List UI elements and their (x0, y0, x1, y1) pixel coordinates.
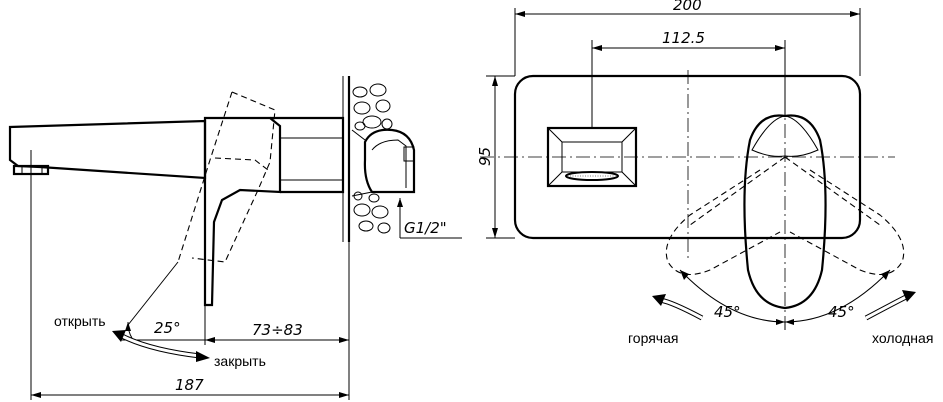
side-view: G1/2" 187 73÷83 25° открыть закрыть (8, 76, 462, 400)
hot-arrow (652, 294, 704, 321)
open-close-arrow (112, 330, 210, 362)
angle-right: 45° (828, 303, 855, 321)
lever-handle (743, 114, 827, 310)
spout (8, 119, 207, 180)
wall-connector (351, 128, 416, 197)
dim-total: 187 (175, 376, 204, 394)
handle-dashed-rotated (665, 156, 905, 276)
wall-section (342, 76, 393, 242)
cover-plate (513, 74, 862, 240)
dim-range: 73÷83 (252, 321, 303, 339)
dim-angle: 25° (154, 319, 181, 337)
front-view: 45° 45° горячая холодная 200 112.5 (476, 0, 933, 346)
mixer-body (203, 116, 345, 307)
label-open: открыть (54, 313, 106, 329)
label-cold: холодная (872, 330, 933, 346)
label-hot: горячая (628, 330, 678, 346)
label-close: закрыть (214, 353, 266, 369)
dim-spacing: 112.5 (662, 29, 705, 47)
angle-leader (127, 261, 179, 326)
thread-label: G1/2" (404, 219, 447, 237)
handle-dashed-open (177, 91, 276, 263)
angle-left: 45° (714, 303, 741, 321)
dim-height: 95 (476, 147, 494, 166)
cold-arrow (864, 290, 916, 321)
thread-arrow (397, 198, 403, 207)
dim-width: 200 (673, 0, 702, 14)
